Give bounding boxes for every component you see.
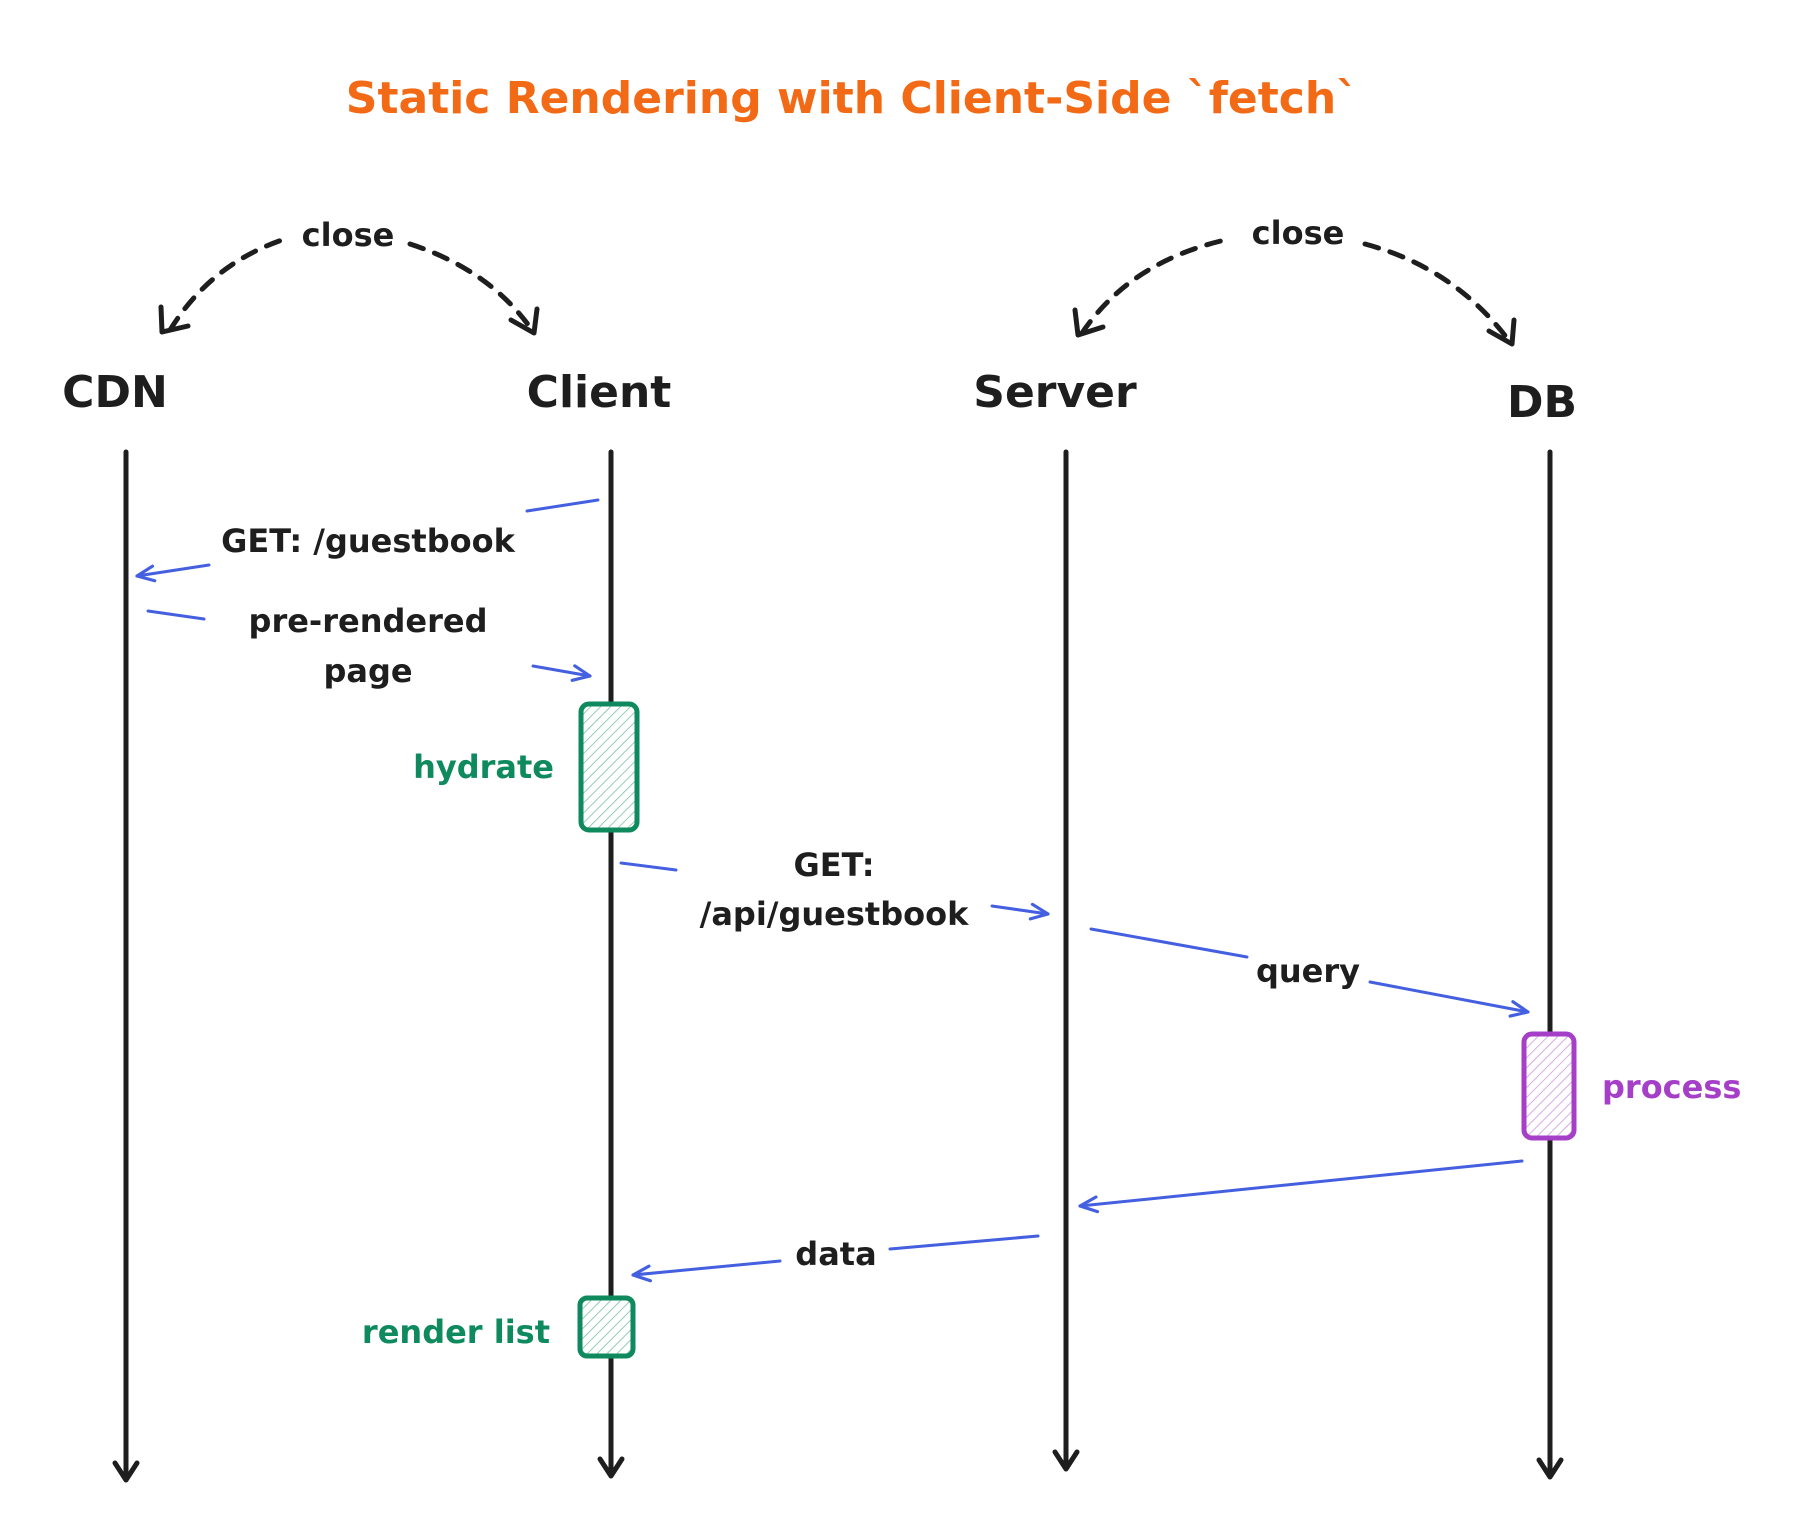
close-label-right: close — [1252, 214, 1345, 252]
close-relation-cdn-client: close — [158, 216, 540, 336]
label-process: process — [1602, 1068, 1741, 1106]
close-label-left: close — [302, 216, 395, 254]
actor-db: DB — [1507, 377, 1577, 428]
activation-process: process — [1521, 1031, 1741, 1141]
hydrate-activation-box — [578, 701, 640, 833]
message-pre-rendered-page: pre-rendered page — [146, 602, 592, 690]
message-db-to-server — [1078, 1159, 1524, 1214]
label-get-api-line2: /api/guestbook — [700, 895, 969, 933]
label-query: query — [1256, 952, 1360, 990]
label-render-list: render list — [362, 1313, 550, 1351]
activation-hydrate: hydrate — [413, 701, 640, 833]
arrowhead-right-to-db — [1486, 317, 1517, 347]
label-get-api-line1: GET: — [794, 846, 875, 884]
actor-cdn: CDN — [62, 367, 168, 418]
message-query: query — [1089, 927, 1530, 1018]
close-arc-right-b — [1362, 241, 1513, 345]
message-get-guestbook: GET: /guestbook — [135, 498, 600, 583]
lifeline-server — [1052, 449, 1080, 1472]
label-pre-rendered-line1: pre-rendered — [249, 602, 488, 640]
render-list-activation-box — [577, 1295, 636, 1359]
label-hydrate: hydrate — [413, 748, 554, 786]
label-get-guestbook: GET: /guestbook — [221, 522, 515, 560]
arrowhead-left-to-client — [508, 306, 540, 336]
label-data: data — [795, 1235, 876, 1273]
arrowhead-right-to-server — [1072, 307, 1106, 338]
process-activation-box — [1521, 1031, 1577, 1141]
close-arc-left-b — [407, 241, 535, 333]
message-data: data — [631, 1234, 1040, 1283]
actor-server: Server — [973, 367, 1137, 418]
message-get-api-guestbook: GET: /api/guestbook — [619, 846, 1050, 933]
page-title: Static Rendering with Client-Side `fetch… — [346, 73, 1358, 124]
arrowhead-left-to-cdn — [158, 304, 191, 335]
actor-client: Client — [527, 367, 672, 418]
label-pre-rendered-line2: page — [323, 652, 412, 690]
activation-render-list: render list — [362, 1295, 636, 1359]
lifeline-cdn — [112, 449, 140, 1483]
close-arc-left-a — [167, 237, 285, 333]
lifeline-db — [1536, 449, 1564, 1480]
close-arc-right-a — [1079, 237, 1228, 336]
close-relation-server-db: close — [1072, 214, 1517, 347]
